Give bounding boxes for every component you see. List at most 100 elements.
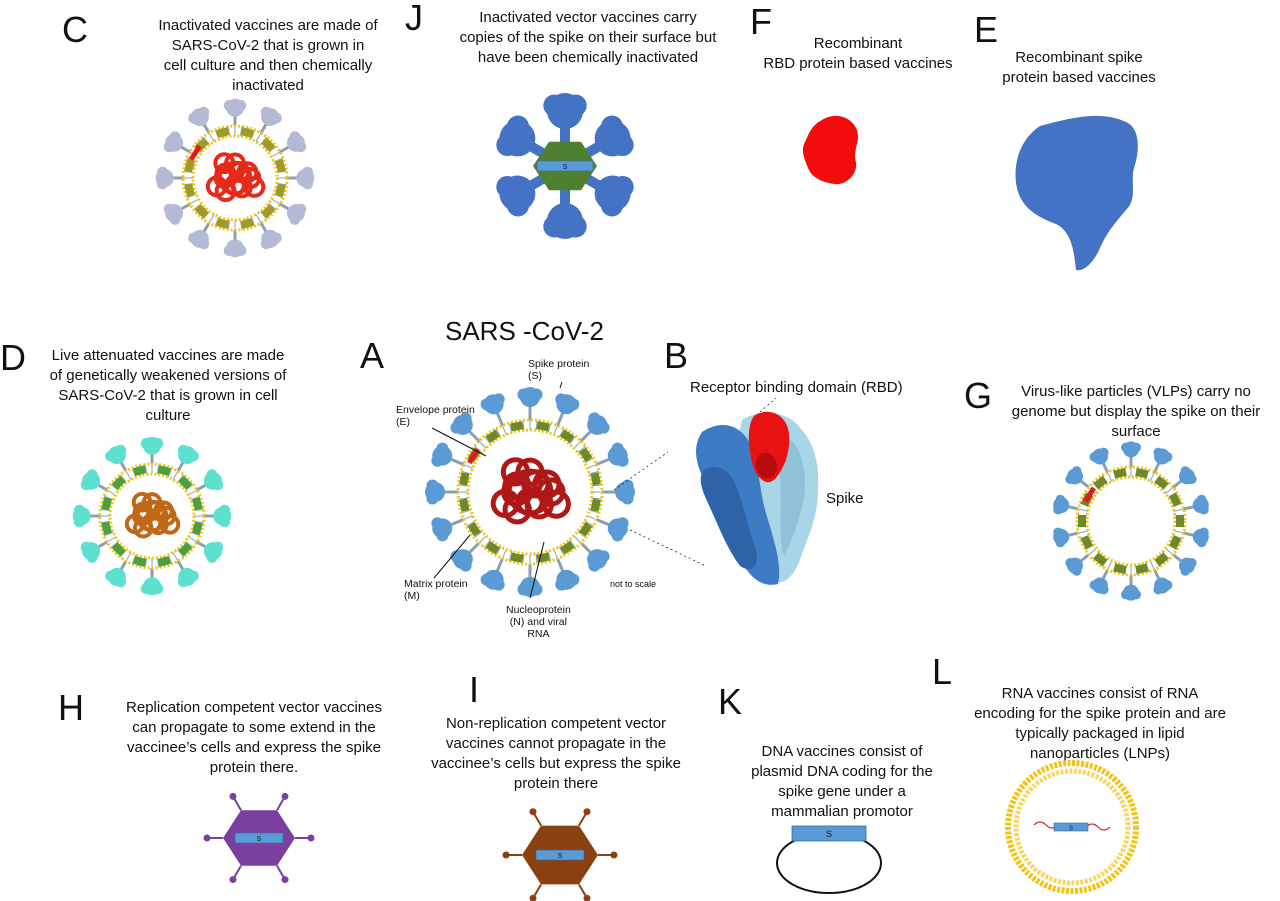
gene-label: S: [558, 853, 563, 860]
envelope-protein: [188, 144, 202, 161]
matrix-protein: [1154, 552, 1169, 567]
matrix-protein: [459, 498, 470, 512]
fiber-knob: [229, 876, 237, 884]
spike-head: [177, 444, 199, 465]
non-replication-vector-icon: S: [502, 808, 618, 901]
spike-head: [140, 577, 164, 596]
matrix-protein: [1168, 492, 1182, 507]
gene-label: S: [257, 836, 262, 843]
spike-head: [188, 106, 210, 127]
fiber-knob: [583, 894, 591, 901]
spike-head: [223, 98, 247, 117]
lipid-nanoparticle-icon: S: [1005, 760, 1139, 894]
matrix-protein: [485, 429, 500, 443]
matrix-protein: [560, 429, 575, 443]
spike-head: [105, 444, 127, 465]
nucleoprotein-label: Nucleoprotein (N) and viral RNA: [506, 604, 571, 640]
spike-head: [203, 541, 224, 563]
spike-head: [1120, 584, 1142, 601]
spike-protein-icon: [1015, 115, 1138, 271]
panel-letter-f: F: [750, 1, 772, 42]
matrix-protein: [261, 204, 276, 219]
panel-letter-i: I: [469, 669, 480, 710]
spike-gene-bar: [234, 832, 284, 844]
matrix-protein: [194, 204, 209, 219]
fiber-knob: [229, 792, 237, 800]
spike-structure-icon: [696, 411, 819, 585]
spike-head: [203, 469, 224, 491]
spike-head: [80, 469, 101, 491]
spike-gene-bar: [536, 160, 594, 172]
spike-head: [1053, 527, 1070, 548]
matrix-protein: [459, 472, 470, 486]
spike-head: [105, 567, 127, 588]
panel-letter-b: B: [664, 335, 689, 376]
matrix-protein: [191, 521, 203, 535]
matrix-protein: [1168, 535, 1182, 550]
spike-head: [213, 504, 232, 528]
matrix-protein: [133, 555, 147, 567]
matrix-protein: [1078, 515, 1086, 527]
spike-head: [450, 549, 473, 572]
caption-i: Non-replication competent vector vaccine…: [431, 715, 681, 792]
not-to-scale-label: not to scale: [610, 579, 657, 589]
spike-head: [80, 541, 101, 563]
spike-gene-bar: [791, 825, 867, 842]
matrix-protein: [240, 127, 254, 139]
matrix-protein: [510, 552, 524, 563]
envelope-protein: [467, 448, 480, 465]
fiber-knob: [529, 894, 537, 901]
spike-head: [480, 569, 505, 591]
panel-letter-c: C: [62, 9, 88, 50]
envelope-protein: [1083, 486, 1097, 503]
fiber-knob: [281, 876, 289, 884]
matrix-protein: [590, 498, 601, 512]
spike-head: [72, 504, 91, 528]
spike-head: [1120, 441, 1142, 458]
caption-f: Recombinant RBD protein based vaccines: [763, 35, 953, 72]
panel-letter-l: L: [932, 651, 953, 692]
spike-head: [607, 517, 629, 542]
matrix-protein: [1135, 563, 1149, 575]
spike-head: [163, 131, 184, 153]
virus-live-attenuated-icon: [72, 436, 232, 596]
matrix-protein: [274, 159, 286, 173]
rbd-protein-icon: [802, 115, 858, 185]
sars-cov-2-title: SARS -CoV-2: [445, 316, 604, 346]
spike-head: [607, 442, 629, 467]
spike-gene-bar: [535, 849, 585, 861]
spike-head: [431, 442, 453, 467]
matrix-protein: [1176, 515, 1184, 527]
spike-head: [450, 412, 473, 435]
spike-head: [260, 106, 282, 127]
fiber-knob: [583, 808, 591, 816]
panel-letter-j: J: [405, 0, 423, 38]
virus-inactivated-icon: [155, 98, 315, 258]
inactivated-vector-icon: S: [496, 93, 634, 239]
matrix-protein: [178, 542, 193, 557]
viral-rna: [205, 152, 266, 203]
viral-rna: [490, 457, 571, 525]
spike-label: Spike: [826, 490, 864, 507]
spike-head: [480, 393, 505, 415]
fiber-knob: [529, 808, 537, 816]
matrix-protein: [536, 421, 550, 432]
fiber-knob: [281, 792, 289, 800]
spike-protein-label: Spike protein (S): [528, 358, 590, 382]
label-leader-lines: [431, 381, 563, 599]
caption-c: Inactivated vaccines are made of SARS-Co…: [158, 17, 378, 94]
caption-g: Virus-like particles (VLPs) carry no gen…: [1011, 383, 1261, 440]
spike-head: [1192, 494, 1209, 515]
matrix-protein: [1135, 467, 1149, 479]
fiber-knob: [610, 851, 618, 859]
spike-head: [431, 517, 453, 542]
matrix-protein: [274, 183, 286, 197]
matrix-protein: [1113, 563, 1127, 575]
panel-letter-e: E: [974, 9, 999, 50]
replication-competent-vector-icon: S: [203, 792, 315, 884]
gene-label: S: [1069, 826, 1073, 832]
rna-gene-bar: [1053, 822, 1089, 832]
matrix-protein: [579, 447, 593, 462]
caption-d: Live attenuated vaccines are made of gen…: [49, 347, 287, 424]
